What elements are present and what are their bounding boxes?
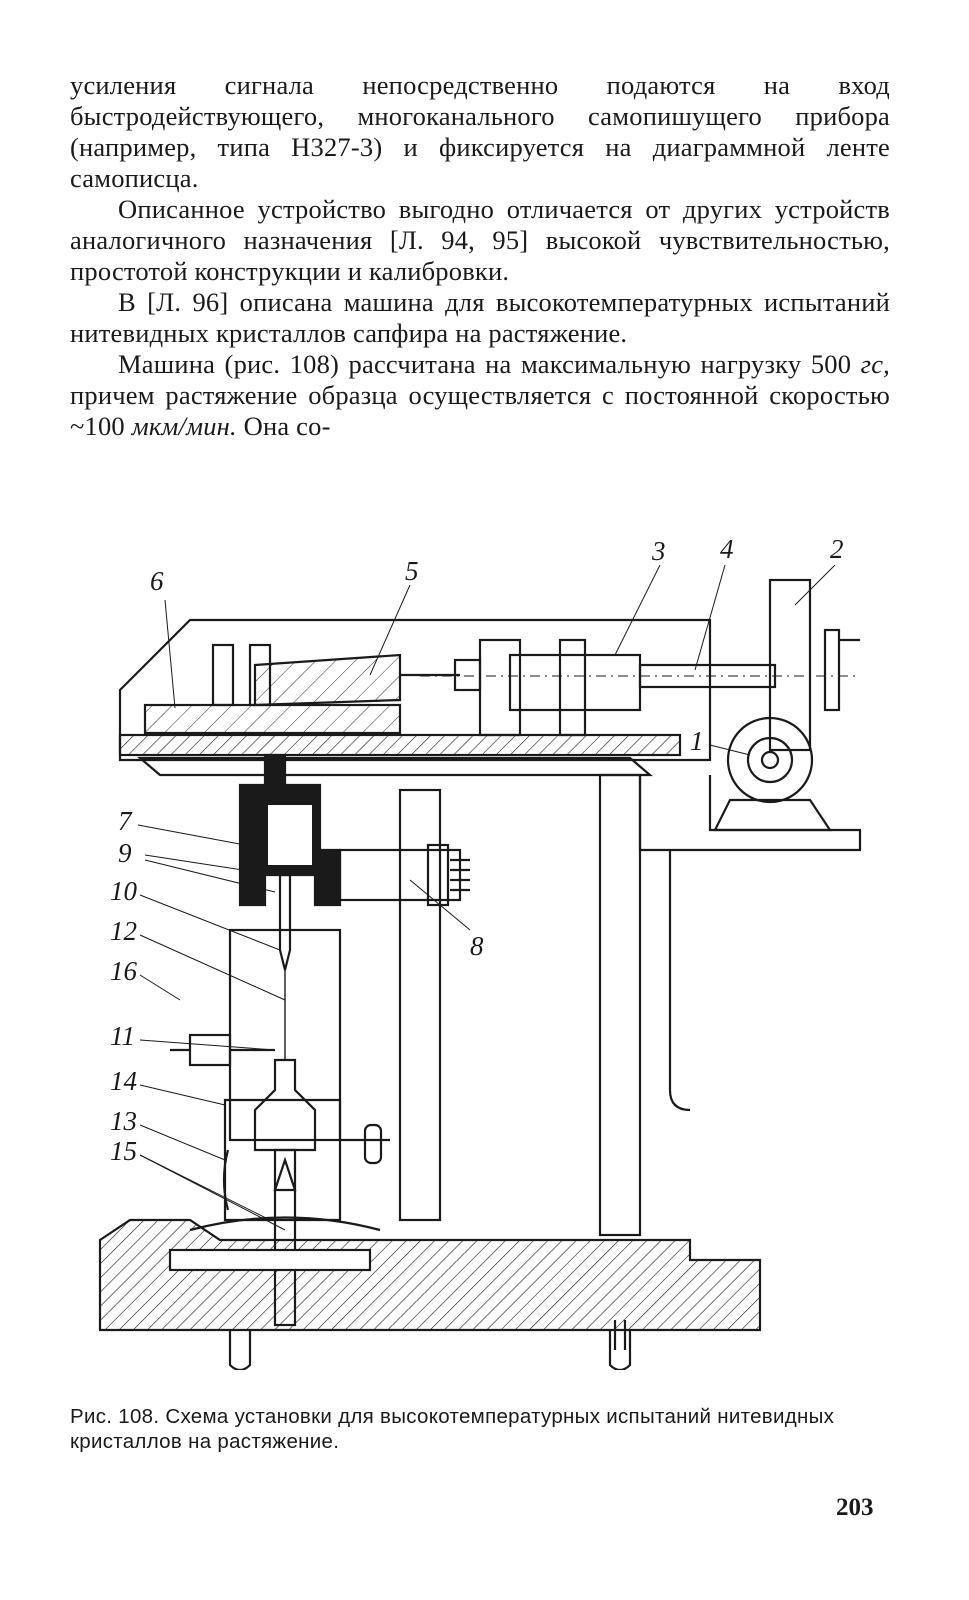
figure-caption: Рис. 108. Схема установки для высокотемп… [70, 1405, 835, 1453]
machine-diagram: 6 5 3 4 2 1 7 9 10 8 12 16 11 14 13 15 [98, 534, 862, 1370]
paragraph-text: гс, [860, 349, 890, 379]
label-9: 9 [118, 838, 132, 868]
paragraph: В [Л. 96] описана машина для высокотемпе… [70, 287, 890, 349]
plate-lip [137, 756, 653, 777]
rod-tip [273, 1156, 297, 1192]
base [98, 1218, 762, 1332]
knob [363, 1123, 383, 1165]
housing-14 [223, 1098, 342, 1222]
carriage-6 [143, 703, 402, 735]
thermocouple-16 [188, 1033, 232, 1067]
paragraph-text: усиления сигнала непосредственно подаютс… [70, 70, 890, 193]
label-11: 11 [110, 1021, 135, 1051]
lower-grip-11 [253, 1058, 317, 1152]
sensor-8 [338, 848, 462, 902]
page-number: 203 [836, 1494, 874, 1521]
paragraph-text: Машина (рис. 108) рассчитана на максимал… [118, 349, 861, 379]
sensor-8-end [426, 843, 450, 907]
column-pin [613, 1320, 627, 1350]
label-13: 13 [110, 1106, 137, 1136]
paragraph-text: мкм/мин. [131, 411, 237, 441]
paragraph-text: Описанное устройство выгодно отличается … [70, 194, 890, 286]
top-plate [118, 733, 682, 757]
motor-base [713, 798, 833, 832]
label-14: 14 [110, 1066, 137, 1096]
paragraph: усиления сигнала непосредственно подаютс… [70, 70, 890, 194]
paragraph: Описанное устройство выгодно отличается … [70, 194, 890, 287]
label-4: 4 [720, 534, 734, 564]
bracket [638, 775, 862, 852]
label-16: 16 [110, 956, 138, 986]
motor-1-shaft [760, 750, 780, 770]
label-7: 7 [118, 806, 133, 836]
load-cell-top [263, 753, 287, 789]
motor-1 [726, 716, 814, 804]
paragraph-text: Она со- [236, 411, 331, 441]
base-dome [189, 1216, 381, 1232]
figure-108: 6 5 3 4 2 1 7 9 10 8 12 16 11 14 13 15 [70, 530, 900, 1370]
block-3 [508, 653, 642, 712]
label-6: 6 [150, 566, 164, 596]
label-8: 8 [470, 931, 484, 961]
label-15: 15 [110, 1136, 137, 1166]
paragraph-text: причем растяжение образца осуществляется… [70, 380, 890, 441]
motor-1-inner [746, 736, 794, 784]
label-1: 1 [690, 726, 704, 756]
upright-left [211, 643, 235, 707]
column [598, 773, 642, 1237]
label-5: 5 [405, 556, 419, 586]
label-3: 3 [651, 536, 666, 566]
block-flange-left [478, 638, 522, 737]
label-10: 10 [110, 876, 138, 906]
foot-right [608, 1330, 632, 1370]
column-left [398, 788, 442, 1222]
body-text: усиления сигнала непосредственно подаютс… [70, 70, 890, 442]
handwheel [823, 628, 841, 712]
base-slot [168, 1248, 372, 1272]
leader-lines [137, 564, 836, 1231]
bracket-arm [668, 850, 691, 1112]
upper-grip [278, 873, 292, 971]
label-12: 12 [110, 916, 137, 946]
block-flange-mid [558, 638, 587, 737]
lens-13 [222, 1149, 230, 1211]
wedge-5 [253, 653, 402, 707]
foot-left [228, 1330, 252, 1370]
label-2: 2 [830, 534, 844, 564]
paragraph: Машина (рис. 108) рассчитана на максимал… [70, 349, 890, 442]
paragraph-text: В [Л. 96] описана машина для высокотемпе… [70, 287, 890, 348]
